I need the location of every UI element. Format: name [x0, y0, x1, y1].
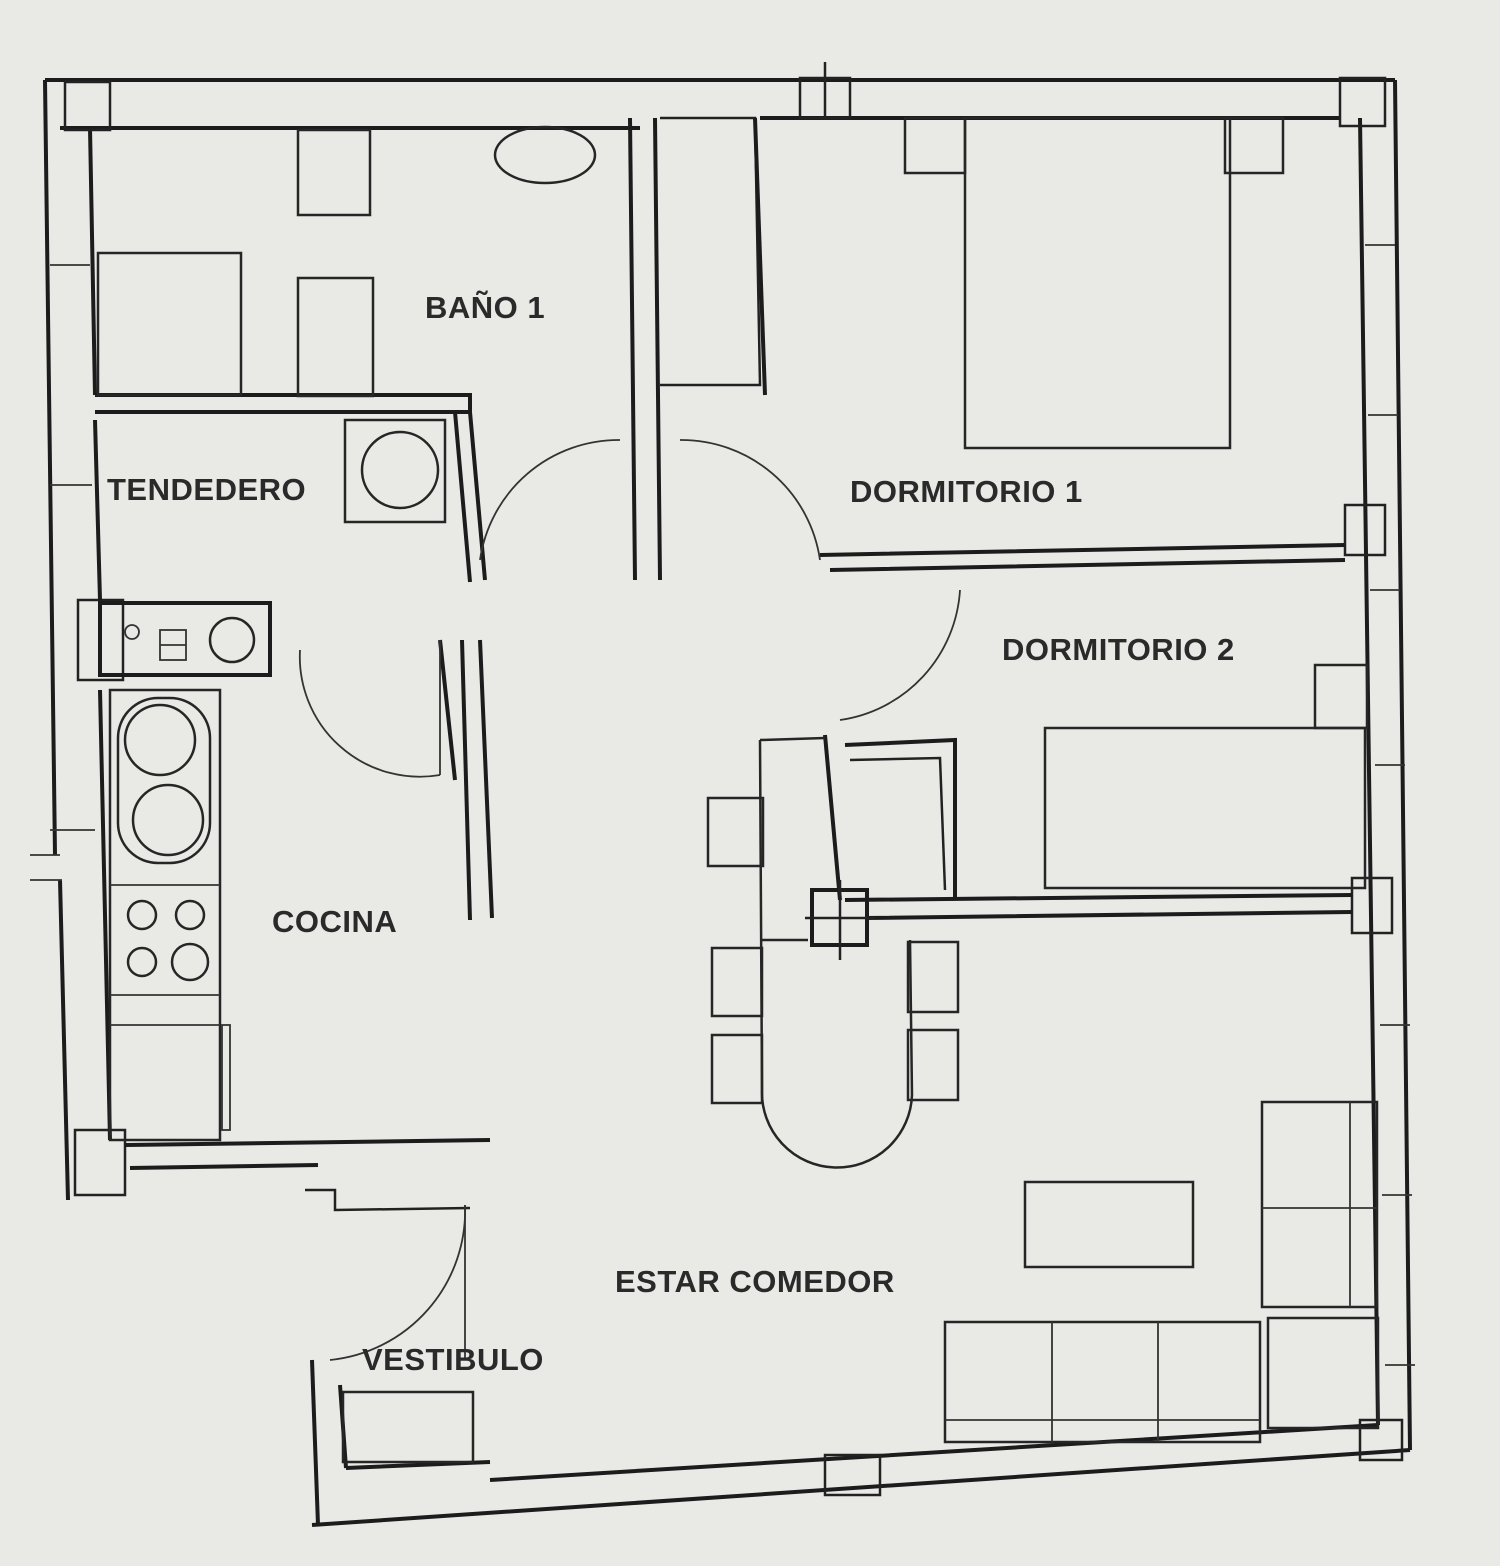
chair-2 — [710, 946, 764, 1018]
pillar-left-mid — [76, 598, 125, 682]
coffee-table — [1023, 1180, 1195, 1269]
door-arc-dorm1 — [679, 439, 821, 561]
hob-burner-1 — [126, 899, 158, 931]
pillar-bottom-right — [1358, 1418, 1404, 1462]
chair-5 — [906, 1028, 960, 1102]
doors — [298, 439, 961, 1361]
pillar-top-left — [63, 80, 112, 132]
hob-burner-3 — [126, 946, 158, 978]
kitchen-counter — [108, 688, 222, 1142]
washing-machine-drum — [360, 430, 440, 510]
door-arc-bath — [479, 439, 621, 561]
living-furniture — [943, 1100, 1380, 1444]
armchair — [1260, 1100, 1379, 1309]
pillars — [63, 62, 1404, 1497]
nightstand-right — [1223, 116, 1285, 175]
interior-walls — [93, 116, 1353, 1212]
single-bed — [1043, 726, 1367, 890]
pillar-top-right — [1338, 76, 1387, 128]
pillar-right-2 — [1350, 876, 1394, 935]
dormitorio1-furniture — [903, 116, 1285, 450]
door-arc-entry — [329, 1204, 466, 1361]
chair-4 — [906, 940, 960, 1014]
label-tendedero: TENDEDERO — [107, 472, 306, 507]
dormitorio2-furniture — [1043, 663, 1369, 890]
door-arc-dorm2 — [839, 589, 961, 721]
dining-table — [758, 736, 914, 1169]
windows — [30, 244, 1415, 1366]
nightstand-left — [903, 116, 967, 175]
double-bed — [963, 116, 1232, 450]
dining-furniture — [706, 736, 960, 1169]
label-dormitorio1: DORMITORIO 1 — [850, 474, 1083, 509]
toilet — [296, 276, 375, 398]
pillar-bottom-mid — [823, 1453, 882, 1497]
washing-machine — [343, 418, 447, 524]
nightstand-d2 — [1313, 663, 1369, 730]
label-bano1: BAÑO 1 — [425, 290, 545, 325]
washbasin — [493, 125, 597, 185]
pillar-bottom-left — [73, 1128, 127, 1197]
label-cocina: COCINA — [272, 904, 397, 939]
door-arc-kitchen — [298, 649, 441, 778]
laundry-fixtures — [98, 418, 447, 677]
chair-1 — [706, 796, 765, 868]
vestibulo-furniture — [341, 1390, 475, 1464]
chair-3 — [710, 1033, 764, 1105]
side-chair — [1266, 1316, 1380, 1430]
laundry-counter — [98, 601, 272, 677]
sofa — [943, 1320, 1262, 1444]
shower-tray — [96, 251, 243, 397]
label-vestibulo: VESTIBULO — [362, 1342, 544, 1377]
hob-burner-2 — [174, 899, 206, 931]
hall-cabinet — [341, 1390, 475, 1464]
label-estar-comedor: ESTAR COMEDOR — [615, 1264, 895, 1299]
pillar-right-1 — [1343, 503, 1387, 557]
sink — [116, 696, 212, 865]
kitchen-fixtures — [108, 688, 231, 1142]
label-dormitorio2: DORMITORIO 2 — [1002, 632, 1235, 667]
bathroom-fixtures — [96, 125, 597, 398]
bidet — [296, 128, 372, 217]
hob-burner-4 — [170, 942, 210, 982]
